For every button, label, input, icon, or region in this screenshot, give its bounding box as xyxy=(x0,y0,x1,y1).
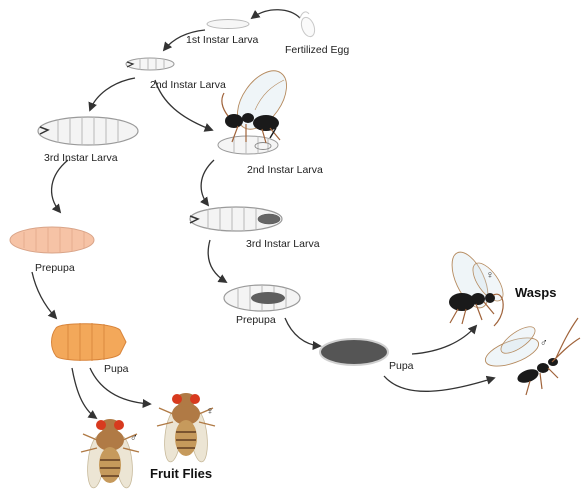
label-fertilized-egg: Fertilized Egg xyxy=(285,44,349,56)
label-prepupa-wasp: Prepupa xyxy=(236,314,276,326)
arrow-pupa-wasp-to-female-wasp xyxy=(412,326,476,354)
arrow-parasitized-to-third-wasp xyxy=(201,160,214,205)
third-instar-larva-fly xyxy=(38,117,138,145)
label-third-instar-larva-fly: 3rd Instar Larva xyxy=(44,152,118,164)
female-fruit-fly-icon xyxy=(157,393,215,463)
label-wasps: Wasps xyxy=(515,285,556,300)
third-instar-larva-wasp xyxy=(190,207,282,231)
arrow-second-to-third-fly xyxy=(90,78,135,110)
label-second-instar-larva-top: 2nd Instar Larva xyxy=(150,79,226,91)
prepupa-fly xyxy=(10,227,94,253)
first-instar-larva xyxy=(207,20,249,29)
male-fruit-fly-icon xyxy=(81,419,139,489)
label-prepupa-fly: Prepupa xyxy=(35,262,75,274)
second-instar-larva-top xyxy=(126,58,174,70)
female-symbol-wasp: ♀ xyxy=(486,269,494,281)
fertilized-egg xyxy=(299,12,317,39)
arrow-third-wasp-to-prepupa-wasp xyxy=(208,240,226,282)
arrow-pupa-fly-to-fly-left xyxy=(72,368,96,418)
arrow-prepupa-wasp-to-pupa-wasp xyxy=(285,318,320,346)
label-pupa-fly: Pupa xyxy=(104,363,129,375)
male-symbol-fly: ♂ xyxy=(130,432,138,444)
parasitized-second-instar-larva xyxy=(218,136,278,154)
arrow-third-fly-to-prepupa xyxy=(52,160,68,212)
arrow-pupa-wasp-to-male-wasp xyxy=(384,376,494,391)
arrow-egg-to-first-instar xyxy=(252,10,300,18)
pupa-wasp xyxy=(320,339,388,365)
female-wasp-icon xyxy=(445,247,509,326)
arrow-prepupa-to-pupa-fly xyxy=(32,272,56,318)
wasp-ovipositing-icon xyxy=(222,62,297,143)
male-symbol-wasp: ♂ xyxy=(540,337,548,349)
pupa-fly xyxy=(52,323,127,361)
male-wasp-icon xyxy=(482,318,580,395)
label-second-instar-larva-wasp: 2nd Instar Larva xyxy=(247,164,323,176)
prepupa-wasp xyxy=(224,285,300,311)
female-symbol-fly: ♀ xyxy=(206,405,214,417)
label-first-instar-larva: 1st Instar Larva xyxy=(186,34,259,46)
label-fruit-flies: Fruit Flies xyxy=(150,466,212,481)
label-third-instar-larva-wasp: 3rd Instar Larva xyxy=(246,238,320,250)
label-pupa-wasp: Pupa xyxy=(389,360,414,372)
